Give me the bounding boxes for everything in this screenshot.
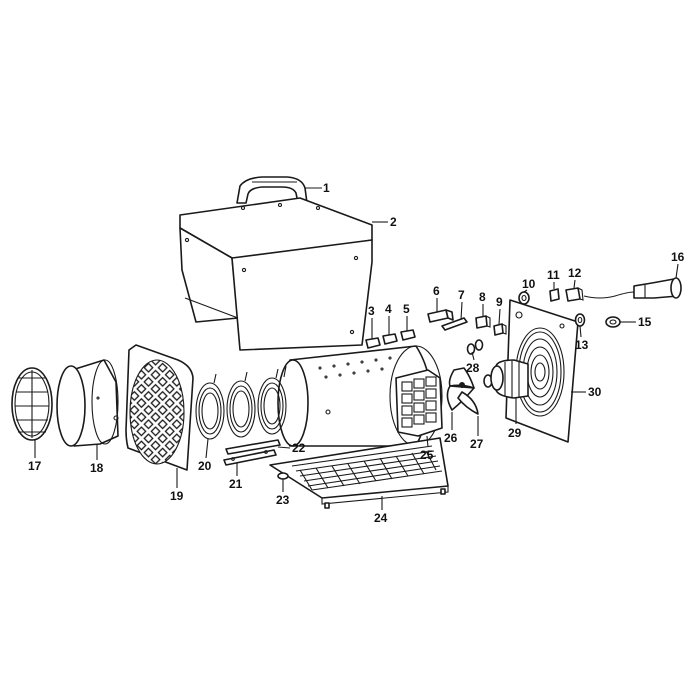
switch-9 bbox=[493, 323, 507, 336]
callout-23: 23 bbox=[276, 493, 290, 507]
base-tray bbox=[269, 437, 449, 509]
callout-21: 21 bbox=[229, 477, 243, 491]
heater-drum bbox=[277, 345, 443, 447]
thermostat-knob bbox=[427, 309, 454, 323]
heating-element-coils bbox=[195, 365, 287, 440]
callout-12: 12 bbox=[568, 266, 582, 280]
thermostat-plate bbox=[441, 317, 468, 331]
callout-16: 16 bbox=[671, 250, 685, 264]
callout-28: 28 bbox=[466, 361, 480, 375]
callout-15: 15 bbox=[638, 315, 652, 329]
callout-3: 3 bbox=[368, 304, 375, 318]
callout-6: 6 bbox=[433, 284, 440, 298]
callout-19: 19 bbox=[170, 489, 184, 503]
callout-25: 25 bbox=[420, 448, 434, 462]
callout-1: 1 bbox=[323, 181, 330, 195]
callout-4: 4 bbox=[385, 302, 392, 316]
power-cord bbox=[583, 277, 682, 299]
callout-10: 10 bbox=[522, 277, 536, 291]
coil-bracket bbox=[223, 449, 277, 466]
terminal-clip-5 bbox=[400, 324, 416, 341]
foot-screw bbox=[277, 472, 289, 488]
cord-grommet bbox=[574, 313, 586, 327]
callout-8: 8 bbox=[479, 290, 486, 304]
terminal-clip-3 bbox=[365, 333, 381, 349]
terminal-clip-4 bbox=[382, 328, 398, 345]
callout-2: 2 bbox=[390, 215, 397, 229]
support-bracket bbox=[225, 439, 281, 455]
outlet-shroud bbox=[56, 359, 119, 447]
callout-13: 13 bbox=[575, 338, 589, 352]
callout-29: 29 bbox=[508, 426, 522, 440]
fan-motor bbox=[490, 359, 529, 399]
callout-5: 5 bbox=[403, 302, 410, 316]
rocker-switch bbox=[549, 288, 560, 302]
callout-7: 7 bbox=[458, 288, 465, 302]
callout-numbers: 1 2 3 4 5 6 7 8 9 10 11 12 13 15 16 17 1… bbox=[28, 181, 685, 525]
front-grille-panel bbox=[125, 344, 194, 471]
callout-17: 17 bbox=[28, 459, 42, 473]
housing-cover bbox=[179, 197, 373, 351]
callout-11: 11 bbox=[547, 268, 560, 282]
callout-18: 18 bbox=[90, 461, 104, 475]
callout-24: 24 bbox=[374, 511, 388, 525]
strain-relief bbox=[605, 316, 621, 328]
callout-26: 26 bbox=[444, 431, 458, 445]
callout-27: 27 bbox=[470, 437, 484, 451]
leader-lines bbox=[34, 187, 679, 510]
fan-blade bbox=[446, 367, 479, 415]
callout-20: 20 bbox=[198, 459, 212, 473]
deflector-ring bbox=[11, 367, 53, 441]
callout-9: 9 bbox=[496, 295, 503, 309]
callout-22: 22 bbox=[292, 441, 306, 455]
switch-8 bbox=[475, 315, 491, 329]
connector-block bbox=[565, 287, 584, 302]
callout-30: 30 bbox=[588, 385, 602, 399]
grommet bbox=[518, 291, 530, 305]
